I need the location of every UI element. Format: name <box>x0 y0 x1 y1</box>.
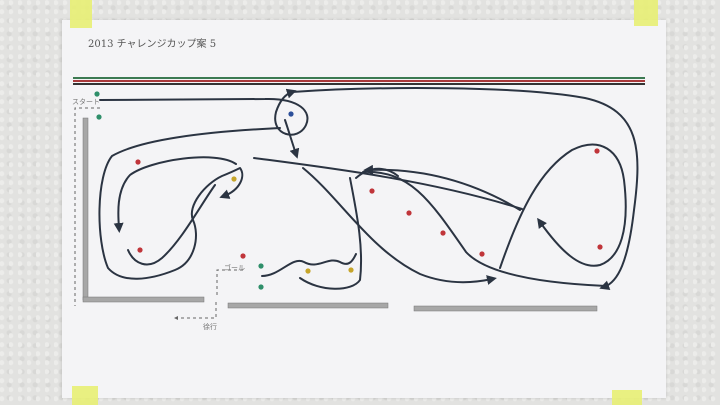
red-markers <box>135 148 603 259</box>
travel-label: 徐行 <box>203 323 217 331</box>
tape-bottom-right <box>612 390 642 405</box>
green-markers <box>94 91 264 290</box>
wall-bars <box>82 117 598 312</box>
tape-top-right <box>634 0 658 26</box>
goal-label: ゴール <box>224 264 245 272</box>
top-boundary-stripe <box>73 77 645 85</box>
blue-marker <box>288 111 294 117</box>
dashed-guides <box>74 107 243 320</box>
tape-bottom-left <box>72 386 98 405</box>
page-title: 2013 チャレンジカップ案 5 <box>88 39 217 50</box>
track-lines <box>98 87 639 291</box>
tape-top-left <box>70 0 92 28</box>
start-label: スタート <box>72 98 100 106</box>
yellow-markers <box>231 176 354 274</box>
